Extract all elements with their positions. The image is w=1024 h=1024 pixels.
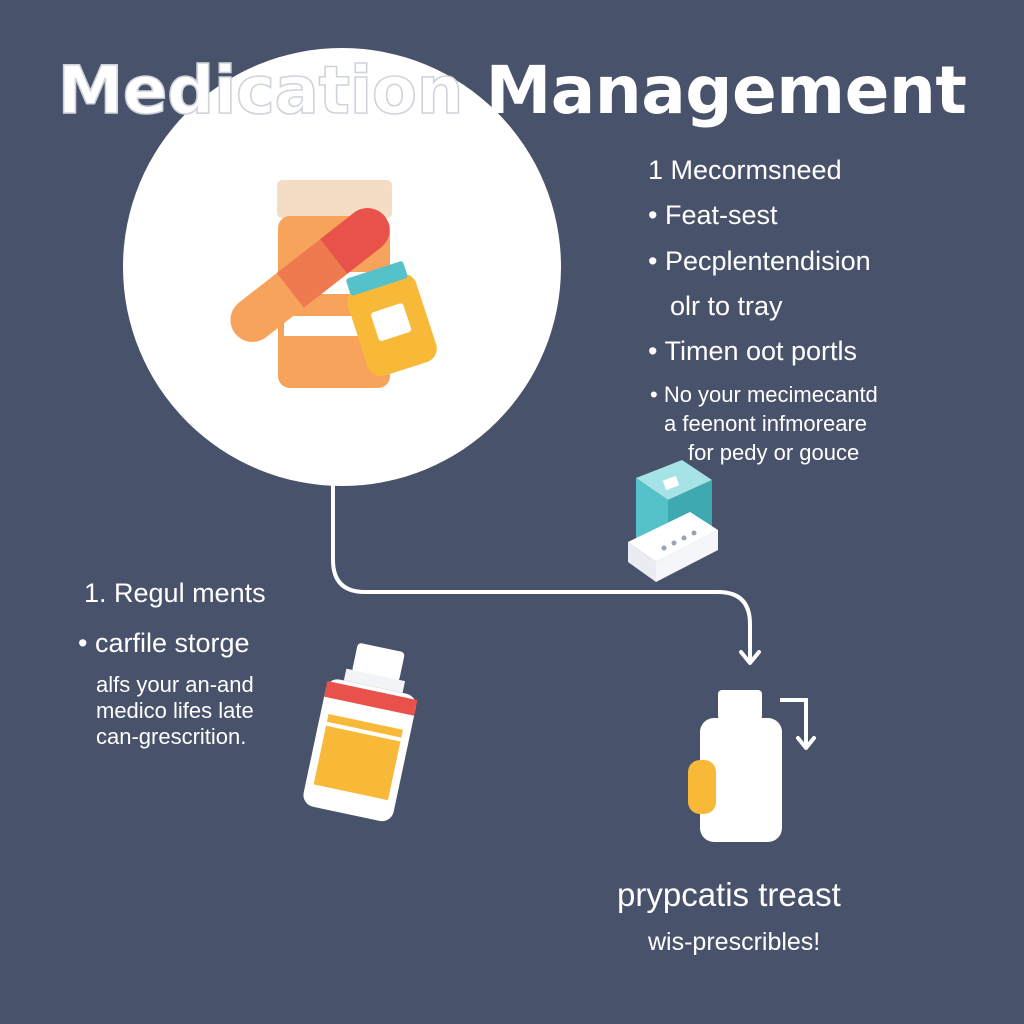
right-list-heading: 1 Mecormsneed (648, 155, 842, 185)
right-list-item: • No your mecimecantd (650, 382, 878, 407)
right-list-item: • Feat-sest (648, 200, 778, 230)
title-word-medication: Medication (57, 51, 465, 130)
left-list-line: medico lifes late (96, 698, 254, 723)
pill-bottle-with-capsule-icon (230, 180, 437, 388)
caption-line-1: prypcatis treast (617, 876, 841, 913)
right-list-item: • Timen oot portls (648, 336, 858, 366)
right-list-item: • Pecplentendision (648, 246, 871, 276)
page-title: Medication Management (0, 51, 1024, 130)
left-list-line: alfs your an-and (96, 672, 254, 697)
left-list-line: can-grescrition. (96, 724, 247, 749)
left-list-item: • carfile storge (78, 628, 250, 658)
right-list-item-continued: a feenont infmoreare (664, 411, 868, 436)
medicine-bottle-icon (303, 643, 418, 822)
left-list-heading: 1. Regul ments (84, 578, 266, 608)
title-word-management: Management (485, 52, 967, 129)
pill-box-icon (628, 460, 718, 582)
bottle-icon (688, 690, 816, 842)
right-list-item-continued: olr to tray (670, 291, 783, 321)
caption-line-2: wis-prescribles! (648, 928, 821, 956)
flow-connector-arrow (331, 483, 761, 665)
right-list-item-continued: for pedy or gouce (688, 440, 860, 465)
